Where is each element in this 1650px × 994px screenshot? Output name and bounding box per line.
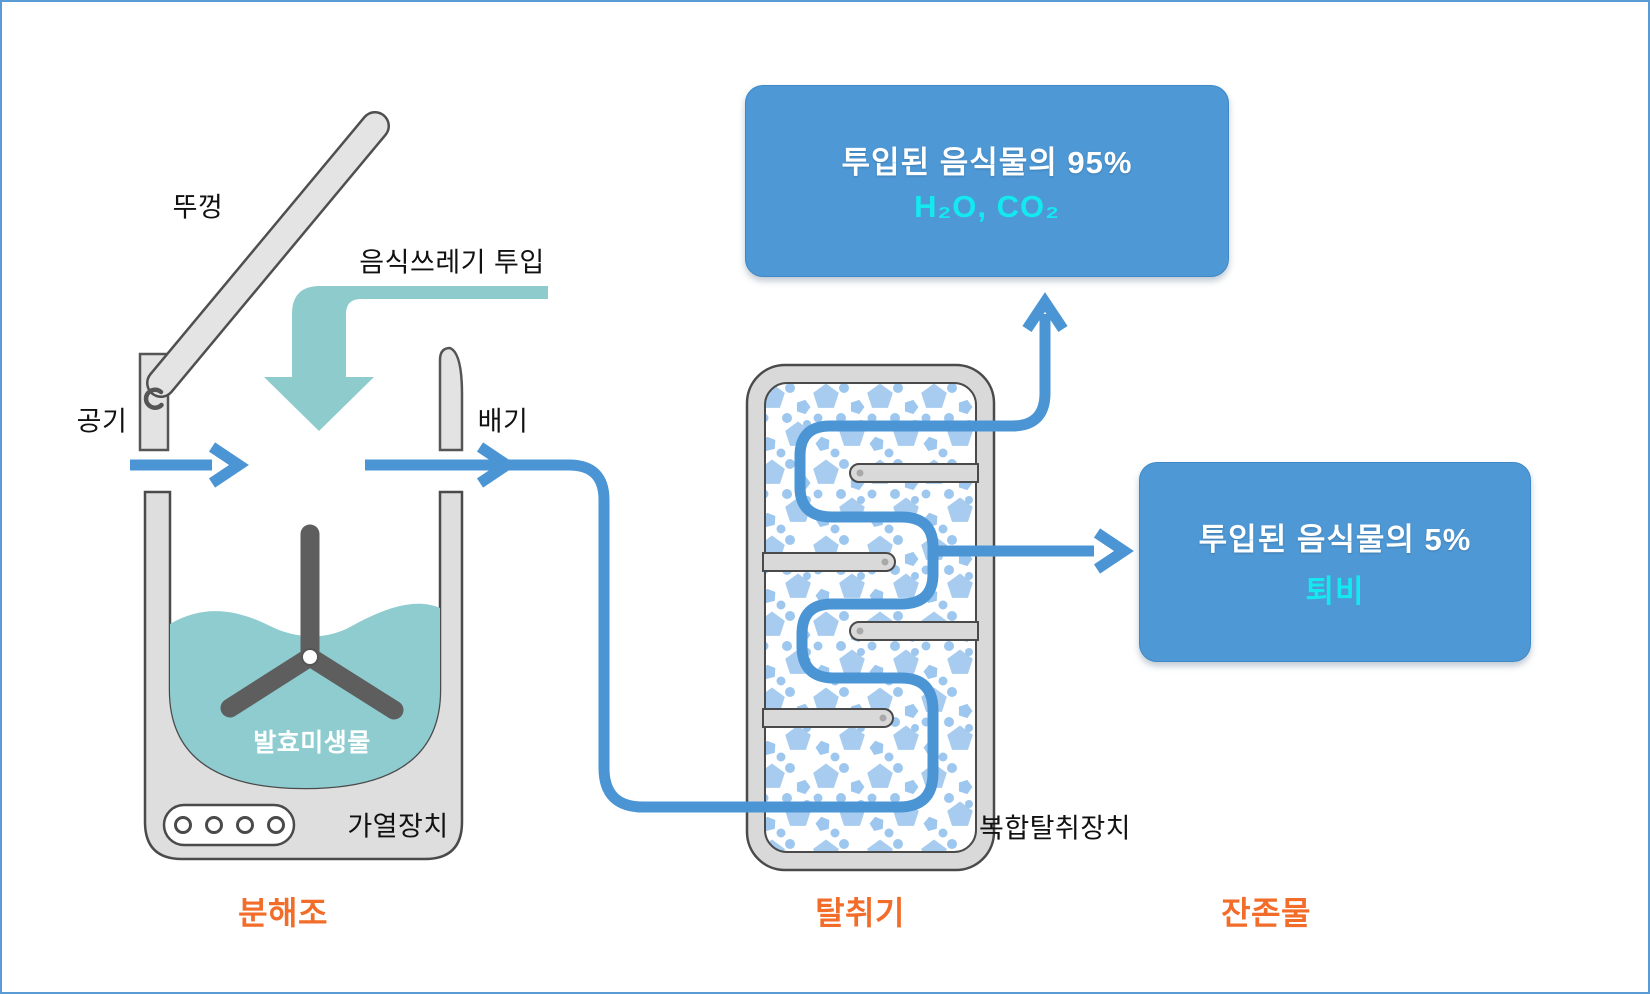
residue-caption: 잔존물 xyxy=(1221,895,1311,931)
deodorizer-baffles xyxy=(762,463,979,728)
exhaust-wall-flap xyxy=(438,346,464,452)
exhaust-serpentine-pipe xyxy=(365,314,1051,813)
heater-indicator xyxy=(162,803,296,847)
lid xyxy=(148,113,388,396)
air-label: 공기 xyxy=(76,406,128,437)
airflow-pipes xyxy=(130,292,1134,813)
gas-output-line2: H₂O, CO₂ xyxy=(914,189,1060,224)
baffle-tip-dots xyxy=(856,469,889,722)
agitator-icon xyxy=(220,524,404,720)
waste-input-arrow xyxy=(264,286,548,431)
exhaust-label: 배기 xyxy=(477,406,529,437)
waste-input-label: 음식쓰레기 투입 xyxy=(359,247,545,278)
hinge-icon xyxy=(143,387,164,410)
deodorizer-caption: 탈취기 xyxy=(815,895,905,931)
deodorizer-device-label: 복합탈취장치 xyxy=(978,813,1132,844)
digester-caption: 분해조 xyxy=(238,895,328,931)
lid-label: 뚜껑 xyxy=(172,192,224,223)
compost-output-line2: 퇴비 xyxy=(1305,573,1365,609)
gas-output-line1: 투입된 음식물의 95% xyxy=(841,145,1133,180)
gas-output-box: 투입된 음식물의 95% H₂O, CO₂ xyxy=(745,85,1229,277)
exhaust-arrowhead-icon xyxy=(476,442,517,488)
compost-arrowhead-icon xyxy=(1093,528,1134,574)
agitator-hub xyxy=(301,648,319,666)
fermentation-liquid xyxy=(170,603,440,788)
compost-output-box: 투입된 음식물의 5% 퇴비 xyxy=(1139,462,1531,662)
deodorizer-chamber-border xyxy=(764,382,977,853)
heater-label: 가열장치 xyxy=(347,811,449,842)
compost-output-line1: 투입된 음식물의 5% xyxy=(1198,521,1472,557)
gas-outlet-arrowhead-icon xyxy=(1022,292,1068,333)
microbes-label: 발효미생물 xyxy=(253,729,371,757)
heater-lamps xyxy=(174,816,285,834)
air-inlet-arrowhead-icon xyxy=(208,442,249,488)
deodorizer-media-pattern xyxy=(765,383,976,852)
